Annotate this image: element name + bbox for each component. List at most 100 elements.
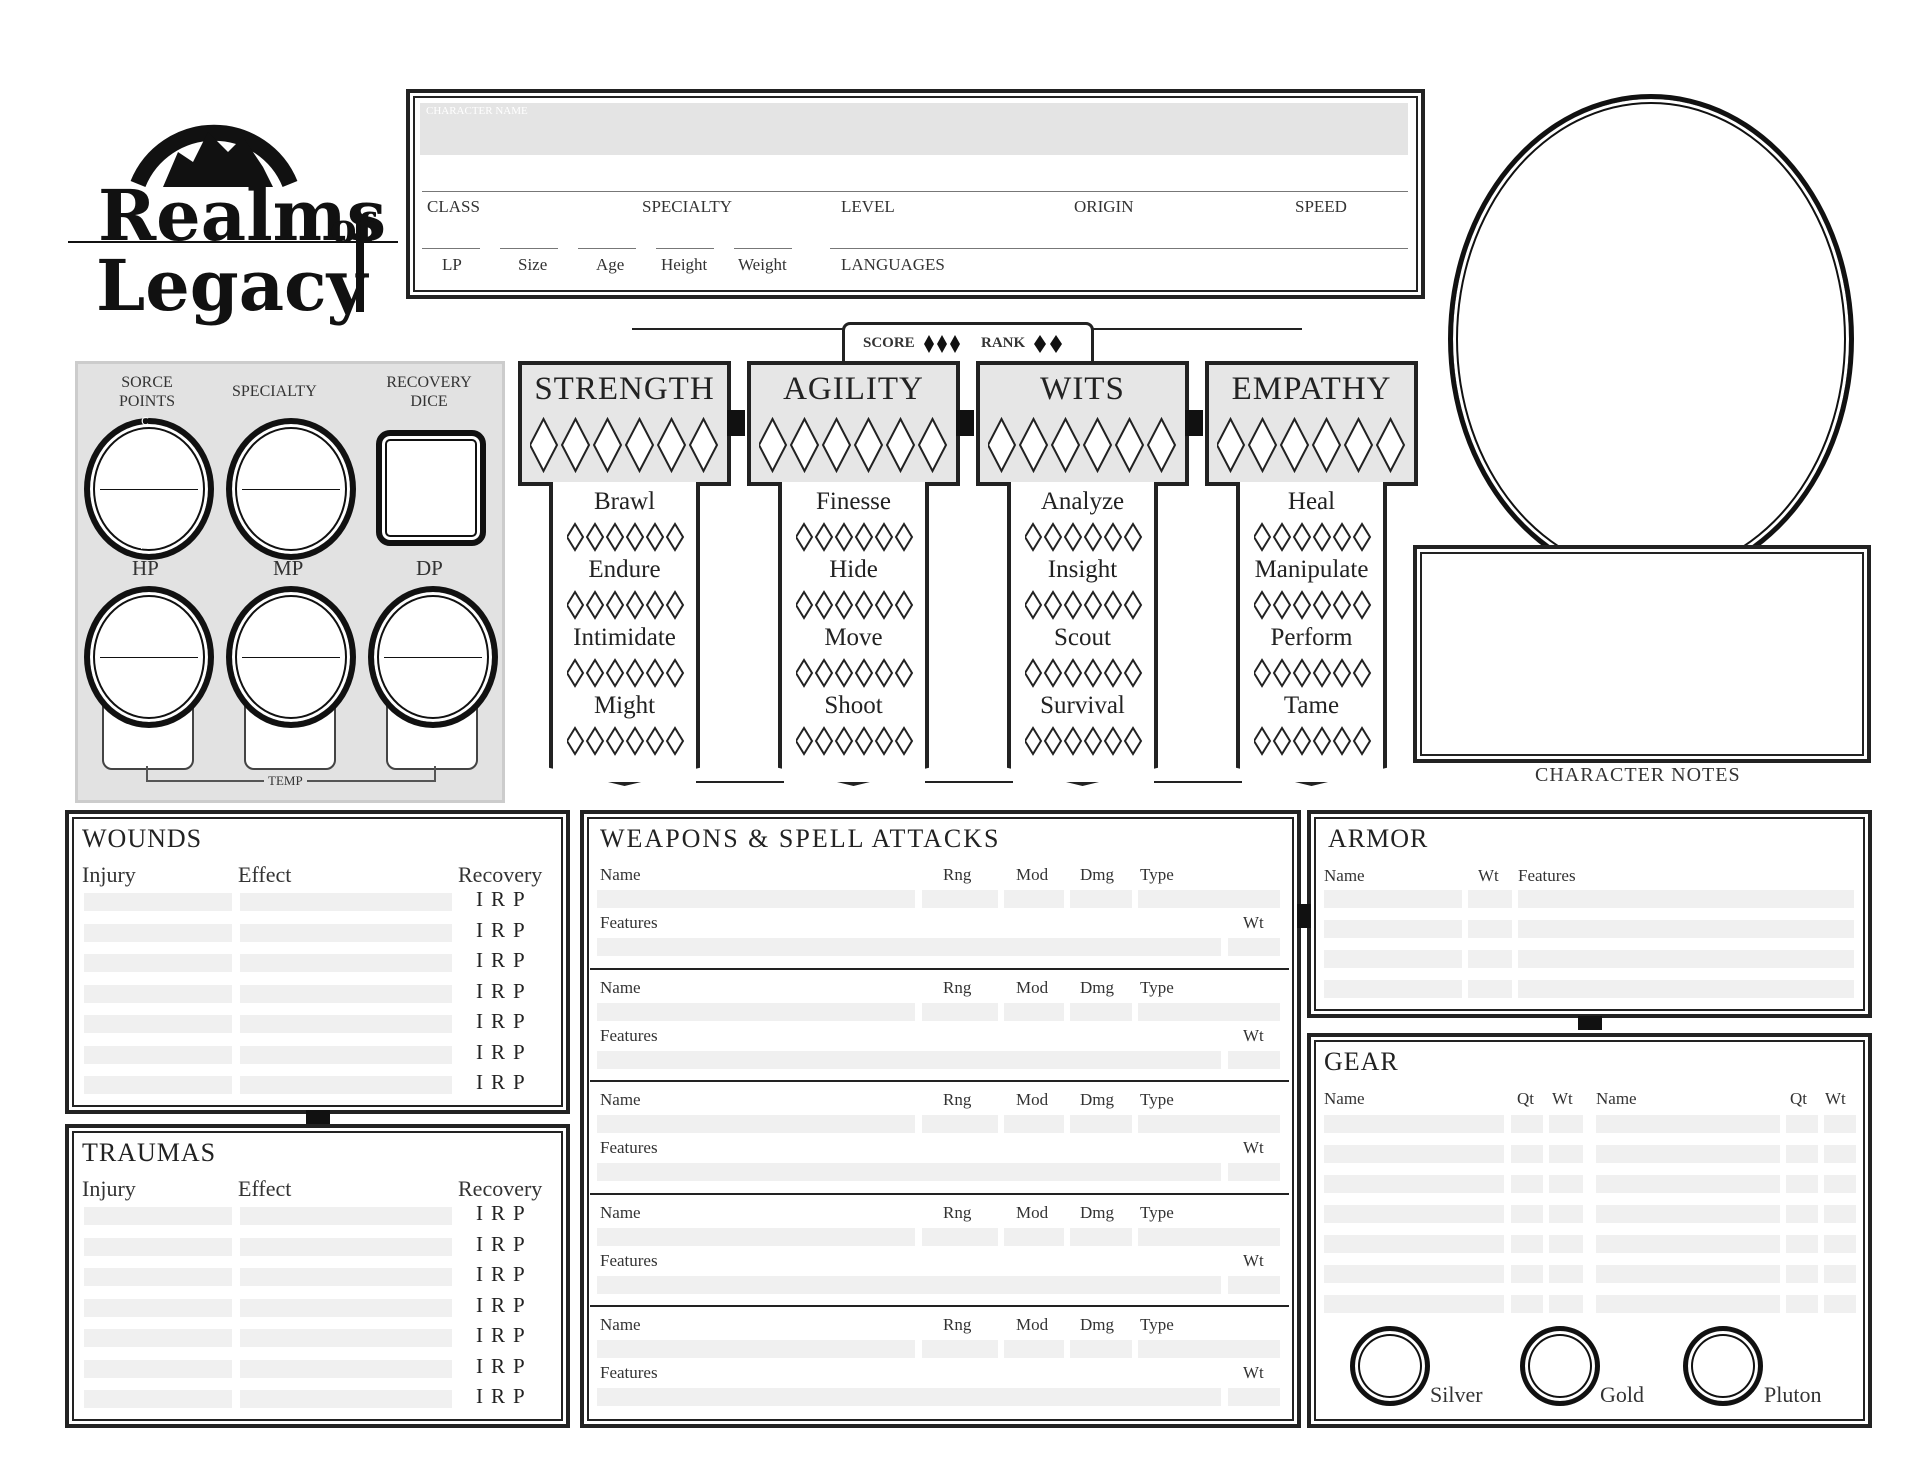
gear-field[interactable] [1324,1205,1504,1223]
gear-field[interactable] [1596,1205,1780,1223]
skill-rank-gems[interactable] [565,726,687,760]
attribute-score-gems[interactable] [1215,416,1407,477]
effect-field[interactable] [240,893,452,911]
weapon-wt-field[interactable] [1228,1388,1280,1406]
gear-field[interactable] [1549,1175,1583,1193]
effect-field[interactable] [240,1390,452,1408]
injury-field[interactable] [84,1329,232,1347]
effect-field[interactable] [240,923,452,942]
gear-field[interactable] [1324,1145,1504,1163]
gear-field[interactable] [1786,1265,1818,1283]
recovery-irp[interactable]: IRP [476,1292,533,1317]
gear-field[interactable] [1549,1115,1583,1133]
armor-name-field[interactable] [1324,980,1462,998]
skill-rank-gems[interactable] [565,522,687,556]
weapon-rng-field[interactable] [922,1227,998,1246]
gear-field[interactable] [1786,1145,1818,1163]
injury-field[interactable] [84,1076,232,1094]
gear-field[interactable] [1786,1115,1818,1133]
gear-field[interactable] [1324,1115,1504,1133]
portrait-frame[interactable] [1448,94,1854,584]
effect-field[interactable] [240,1045,452,1064]
gear-field[interactable] [1596,1115,1780,1133]
injury-field[interactable] [84,1298,232,1317]
skill-rank-gems[interactable] [1252,522,1374,556]
effect-field[interactable] [240,1268,452,1286]
effect-field[interactable] [240,1329,452,1347]
effect-field[interactable] [240,984,452,1003]
armor-features-field[interactable] [1518,980,1854,998]
gear-field[interactable] [1596,1295,1780,1313]
weapon-wt-field[interactable] [1228,1050,1280,1069]
weapon-rng-field[interactable] [922,1340,998,1358]
skill-rank-gems[interactable] [1023,726,1145,760]
skill-rank-gems[interactable] [1252,726,1374,760]
recovery-irp[interactable]: IRP [476,1262,533,1286]
gear-field[interactable] [1824,1145,1856,1163]
silver-coin-circle[interactable] [1350,1326,1430,1406]
gear-field[interactable] [1549,1235,1583,1253]
recovery-irp[interactable]: IRP [476,1323,533,1347]
attribute-score-gems[interactable] [986,416,1178,477]
gear-field[interactable] [1511,1205,1543,1223]
skill-rank-gems[interactable] [1023,658,1145,692]
effect-field[interactable] [240,1076,452,1094]
skill-rank-gems[interactable] [565,590,687,624]
weapon-features-field[interactable] [597,1388,1221,1406]
gear-field[interactable] [1786,1175,1818,1193]
gear-field[interactable] [1824,1295,1856,1313]
injury-field[interactable] [84,954,232,972]
injury-field[interactable] [84,1015,232,1033]
recovery-irp[interactable]: IRP [476,1201,533,1225]
armor-name-field[interactable] [1324,920,1462,938]
weapon-name-field[interactable] [597,1002,915,1021]
injury-field[interactable] [84,893,232,911]
injury-field[interactable] [84,984,232,1003]
gear-field[interactable] [1786,1235,1818,1253]
character-name-field[interactable] [420,103,1408,155]
weapon-mod-field[interactable] [1004,1002,1064,1021]
recovery-dice-box[interactable] [376,430,486,546]
injury-field[interactable] [84,1207,232,1225]
injury-field[interactable] [84,1390,232,1408]
gear-field[interactable] [1824,1205,1856,1223]
weapon-type-field[interactable] [1138,1002,1280,1021]
effect-field[interactable] [240,1298,452,1317]
weapon-mod-field[interactable] [1004,1115,1064,1133]
recovery-irp[interactable]: IRP [476,1231,533,1256]
gear-field[interactable] [1786,1205,1818,1223]
gear-field[interactable] [1549,1145,1583,1163]
gear-field[interactable] [1324,1265,1504,1283]
attribute-score-gems[interactable] [528,416,720,477]
gear-field[interactable] [1511,1175,1543,1193]
gear-field[interactable] [1511,1295,1543,1313]
weapon-rng-field[interactable] [922,1115,998,1133]
armor-features-field[interactable] [1518,950,1854,968]
injury-field[interactable] [84,1237,232,1256]
gold-coin-circle[interactable] [1520,1326,1600,1406]
gear-field[interactable] [1824,1265,1856,1283]
armor-wt-field[interactable] [1468,890,1512,908]
skill-rank-gems[interactable] [565,658,687,692]
gear-field[interactable] [1511,1235,1543,1253]
weapon-mod-field[interactable] [1004,1227,1064,1246]
recovery-irp[interactable]: IRP [476,1039,533,1064]
recovery-irp[interactable]: IRP [476,978,533,1003]
recovery-irp[interactable]: IRP [476,1070,533,1094]
gear-field[interactable] [1786,1295,1818,1313]
gear-field[interactable] [1596,1235,1780,1253]
weapon-type-field[interactable] [1138,1227,1280,1246]
recovery-irp[interactable]: IRP [476,1384,533,1408]
weapon-dmg-field[interactable] [1070,890,1132,908]
skill-rank-gems[interactable] [1252,590,1374,624]
weapon-dmg-field[interactable] [1070,1340,1132,1358]
weapon-rng-field[interactable] [922,1002,998,1021]
gear-field[interactable] [1549,1205,1583,1223]
skill-rank-gems[interactable] [1023,590,1145,624]
armor-features-field[interactable] [1518,920,1854,938]
weapon-wt-field[interactable] [1228,1163,1280,1181]
gear-field[interactable] [1549,1265,1583,1283]
gear-field[interactable] [1324,1235,1504,1253]
effect-field[interactable] [240,954,452,972]
recovery-irp[interactable]: IRP [476,948,533,972]
